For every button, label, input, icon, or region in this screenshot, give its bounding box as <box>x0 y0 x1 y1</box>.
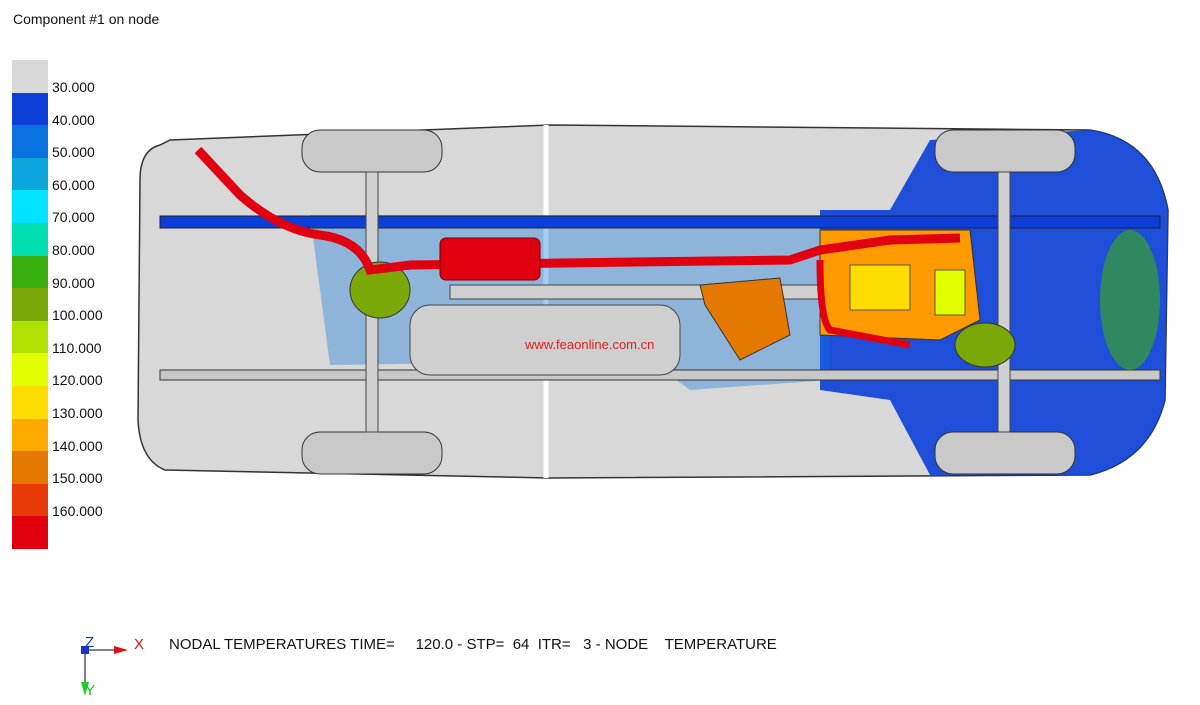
legend-swatch <box>12 353 48 387</box>
legend-label: 80.000 <box>52 242 95 258</box>
result-title: Component #1 on node <box>13 11 160 27</box>
rear-differential <box>349 261 411 319</box>
legend-label: 40.000 <box>52 111 95 128</box>
legend-swatch <box>12 223 48 256</box>
legend-swatch <box>12 418 48 452</box>
legend-swatch <box>12 125 48 159</box>
legend-label: 60.000 <box>52 176 95 193</box>
legend-swatch <box>12 60 48 93</box>
wheel-rear-right <box>301 431 443 475</box>
legend-label: 70.000 <box>52 209 95 226</box>
legend-swatch <box>12 288 48 322</box>
axis-label-x: X <box>134 636 145 653</box>
status-line: NODAL TEMPERATURES TIME= 120.0 - STP= 64… <box>169 636 777 653</box>
legend-swatch <box>12 157 48 191</box>
legend-swatch <box>12 190 48 224</box>
watermark: www.feaonline.com.cn <box>525 337 655 352</box>
legend-swatch <box>12 320 48 354</box>
legend-swatch <box>12 516 48 550</box>
muffler <box>439 237 541 281</box>
legend-label: 90.000 <box>52 274 95 291</box>
legend-label: 30.000 <box>52 79 95 95</box>
fuel-tank <box>409 304 681 376</box>
transmission <box>699 277 791 361</box>
wheel-front-left <box>934 129 1076 173</box>
vehicle-underbody-model[interactable] <box>130 120 1175 490</box>
legend-swatch <box>12 483 48 517</box>
legend-label: 140.000 <box>52 437 103 454</box>
legend-label: 50.000 <box>52 144 95 161</box>
wheel-front-right <box>934 431 1076 475</box>
axis-triad-icon <box>81 646 128 696</box>
legend-label: 160.000 <box>52 502 103 519</box>
legend-swatch <box>12 255 48 289</box>
legend-label: 100.000 <box>52 307 103 324</box>
axis-label-z: Z <box>85 634 95 651</box>
legend-swatch <box>12 92 48 126</box>
legend-label: 130.000 <box>52 405 103 421</box>
legend-swatch <box>12 386 48 419</box>
axis-label-y: Y <box>85 682 96 699</box>
wheel-rear-left <box>301 129 443 173</box>
legend-label: 110.000 <box>52 339 102 356</box>
legend-label: 150.000 <box>52 470 103 487</box>
exhaust-pipe <box>194 146 961 275</box>
legend-swatch <box>12 451 48 485</box>
axis-triad: Z X Y <box>76 634 156 705</box>
legend-label: 120.000 <box>52 372 103 389</box>
